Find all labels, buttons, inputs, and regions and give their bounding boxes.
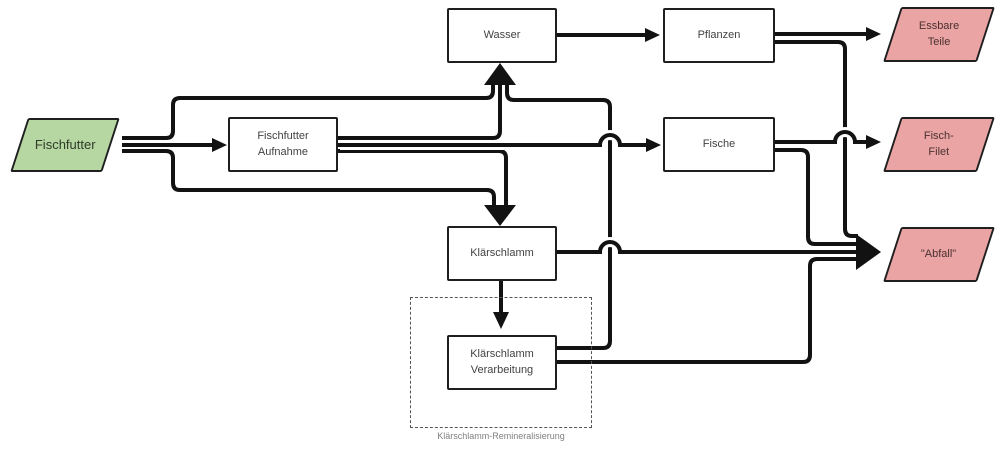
arrowhead-into-wasser — [484, 63, 516, 85]
arrowhead-into-aufnahme — [212, 138, 227, 152]
edge-fischfutter-wasser — [122, 84, 495, 140]
node-abfall-label: "Abfall" — [921, 247, 957, 260]
group-caption: Klärschlamm-Remineralisierung — [437, 431, 565, 441]
node-abfall: "Abfall" — [883, 227, 995, 282]
edge-aufnahme-fische — [338, 133, 648, 147]
node-fisch-filet-label: Fisch- Filet — [924, 129, 954, 158]
arrowhead-into-klaerschlamm — [484, 205, 516, 226]
arrowhead-into-abfall — [856, 234, 881, 270]
edge-fische-abfall — [775, 148, 858, 246]
node-fische: Fische — [663, 117, 775, 172]
node-essbare-teile: Essbare Teile — [883, 7, 995, 62]
node-pflanzen: Pflanzen — [663, 8, 775, 63]
node-fisch-filet: Fisch- Filet — [883, 117, 995, 172]
edge-klaerschlamm-abfall — [557, 240, 858, 254]
edge-verarbeitung-abfall — [557, 257, 858, 364]
node-essbare-teile-label: Essbare Teile — [918, 19, 960, 48]
node-fischfutter: Fischfutter — [10, 118, 120, 172]
edge-fischfutter-klaerschlamm — [122, 149, 496, 207]
edge-verarbeitung-wasser — [505, 84, 612, 350]
node-klaerschlamm-verarbeitung: Klärschlamm Verarbeitung — [447, 335, 557, 390]
arrowhead-into-verarbeitung — [493, 312, 509, 329]
arrowhead-into-fisch-filet — [866, 135, 881, 149]
node-klaerschlamm: Klärschlamm — [447, 226, 557, 281]
node-fischfutter-label: Fischfutter — [34, 136, 96, 152]
edge-pflanzen-abfall — [775, 40, 858, 238]
node-wasser: Wasser — [447, 8, 557, 63]
group-klaerschlamm-remineralisierung — [410, 297, 592, 428]
node-fischfutter-aufnahme: Fischfutter Aufnahme — [228, 117, 338, 172]
edge-fische-filet — [775, 130, 868, 144]
arrowhead-into-pflanzen — [645, 28, 660, 42]
edge-aufnahme-klaerschlamm — [338, 149, 508, 207]
arrowhead-into-essbare-teile — [866, 27, 881, 41]
arrowhead-into-fische — [646, 138, 661, 152]
edge-aufnahme-wasser — [338, 84, 502, 140]
